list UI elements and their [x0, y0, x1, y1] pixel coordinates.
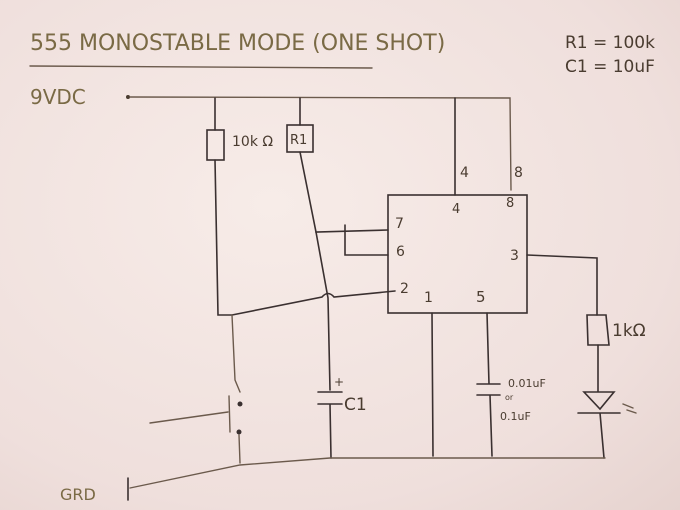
switch-contact-top — [237, 401, 243, 407]
led-light-rays-icon — [622, 403, 637, 414]
resistor-10k — [206, 129, 225, 161]
pin-8: 8 — [506, 196, 514, 211]
pin-5: 5 — [476, 288, 486, 306]
wire-10k-down — [214, 159, 233, 316]
ground-rail — [129, 457, 606, 489]
resistor-1k-label: 1kΩ — [612, 321, 646, 341]
wire-label-8: 8 — [514, 165, 523, 181]
c1-value: C1 = 10uF — [565, 57, 655, 77]
wire-to-switch — [231, 314, 241, 393]
cap-value-2: 0.1uF — [500, 410, 531, 423]
wire-pin2-trigger — [231, 290, 396, 316]
ground-label: GRD — [60, 485, 96, 504]
supply-drops — [214, 97, 456, 196]
chip-555 — [387, 194, 528, 314]
pin-1: 1 — [424, 290, 433, 306]
supply-rail — [129, 96, 512, 191]
diagram-title: 555 MONOSTABLE MODE (ONE SHOT) — [30, 31, 445, 56]
pin-4: 4 — [452, 202, 460, 217]
resistor-10k-label: 10k Ω — [232, 134, 273, 150]
r1-value: R1 = 100k — [565, 33, 655, 53]
resistor-1k — [586, 314, 610, 346]
cap-value-1: 0.01uF — [508, 377, 546, 390]
c1-polarity: + — [334, 375, 344, 389]
wire-r1-pin7 — [299, 151, 389, 233]
capacitor-control — [476, 312, 501, 457]
pin-7: 7 — [395, 216, 404, 232]
push-button-switch[interactable] — [149, 395, 231, 433]
wire-switch-ground — [238, 434, 241, 464]
c1-label: C1 — [344, 395, 367, 415]
led — [577, 344, 621, 459]
cap-value-or: or — [505, 393, 514, 402]
pin-2: 2 — [400, 281, 409, 297]
supply-label: 9VDC — [30, 85, 86, 109]
wire-pin7-pin6-loop — [344, 224, 389, 256]
pin-6: 6 — [396, 244, 405, 260]
wire-label-4: 4 — [460, 165, 469, 181]
supply-terminal — [126, 95, 130, 99]
title-underline — [29, 65, 373, 69]
switch-contact-bottom — [236, 429, 242, 435]
wire-to-c1 — [315, 231, 331, 391]
wire-pin3-output — [526, 254, 598, 316]
pin-3: 3 — [510, 248, 519, 264]
resistor-r1-label: R1 — [290, 133, 307, 148]
wire-pin1-ground — [431, 312, 434, 457]
capacitor-c1 — [317, 391, 343, 459]
